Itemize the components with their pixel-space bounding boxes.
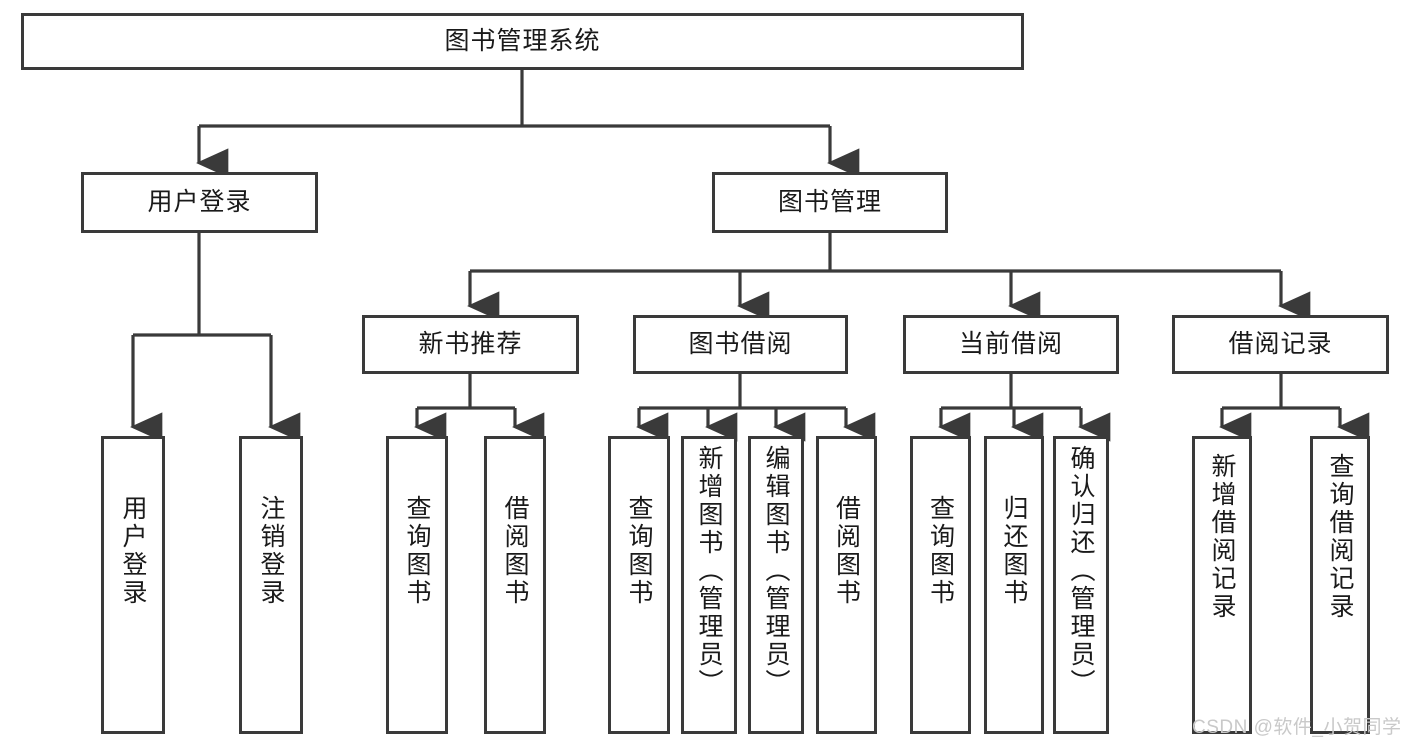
node-leaf-query-book-1[interactable]: 查询图书 [386, 436, 448, 734]
node-leaf-query-record[interactable]: 查询借阅记录 [1310, 436, 1370, 734]
node-leaf-add-book-label: 新增图书（管理员） [695, 445, 723, 697]
node-book-borrow[interactable]: 图书借阅 [633, 315, 848, 374]
node-leaf-add-book[interactable]: 新增图书（管理员） [681, 436, 737, 734]
node-book-manage-label: 图书管理 [777, 187, 882, 216]
node-current-borrow[interactable]: 当前借阅 [903, 315, 1119, 374]
node-leaf-confirm-return-label: 确认归还（管理员） [1067, 445, 1095, 697]
node-leaf-confirm-return[interactable]: 确认归还（管理员） [1053, 436, 1109, 734]
node-leaf-add-record[interactable]: 新增借阅记录 [1192, 436, 1252, 734]
node-leaf-borrow-book-1-label: 借阅图书 [501, 495, 529, 607]
node-user-login[interactable]: 用户登录 [81, 172, 318, 233]
node-leaf-user-login-label: 用户登录 [119, 495, 147, 607]
node-leaf-borrow-book-2[interactable]: 借阅图书 [816, 436, 877, 734]
node-leaf-query-book-3-label: 查询图书 [926, 495, 955, 607]
node-borrow-record[interactable]: 借阅记录 [1172, 315, 1389, 374]
node-current-borrow-label: 当前借阅 [958, 329, 1063, 358]
node-leaf-edit-book[interactable]: 编辑图书（管理员） [748, 436, 804, 734]
node-root-label: 图书管理系统 [444, 26, 601, 55]
node-leaf-borrow-book-2-label: 借阅图书 [832, 495, 861, 607]
node-root[interactable]: 图书管理系统 [21, 13, 1024, 70]
node-book-borrow-label: 图书借阅 [688, 329, 793, 358]
node-leaf-logout[interactable]: 注销登录 [239, 436, 303, 734]
node-book-manage[interactable]: 图书管理 [712, 172, 948, 233]
node-new-book-rec-label: 新书推荐 [418, 329, 523, 358]
node-leaf-borrow-book-1[interactable]: 借阅图书 [484, 436, 546, 734]
node-leaf-query-book-2-label: 查询图书 [625, 495, 653, 607]
node-leaf-edit-book-label: 编辑图书（管理员） [762, 445, 790, 697]
csdn-watermark: CSDN @软件_小贺同学 [1192, 717, 1402, 738]
node-leaf-add-record-label: 新增借阅记录 [1208, 453, 1236, 621]
node-leaf-return-book[interactable]: 归还图书 [984, 436, 1044, 734]
node-leaf-query-book-2[interactable]: 查询图书 [608, 436, 670, 734]
node-leaf-query-book-3[interactable]: 查询图书 [910, 436, 971, 734]
node-leaf-user-login[interactable]: 用户登录 [101, 436, 165, 734]
node-leaf-query-record-label: 查询借阅记录 [1326, 453, 1354, 621]
node-leaf-query-book-1-label: 查询图书 [403, 495, 431, 607]
node-borrow-record-label: 借阅记录 [1228, 329, 1333, 358]
node-leaf-logout-label: 注销登录 [257, 495, 285, 607]
node-new-book-rec[interactable]: 新书推荐 [362, 315, 579, 374]
node-leaf-return-book-label: 归还图书 [1000, 495, 1028, 607]
node-user-login-label: 用户登录 [147, 187, 252, 216]
